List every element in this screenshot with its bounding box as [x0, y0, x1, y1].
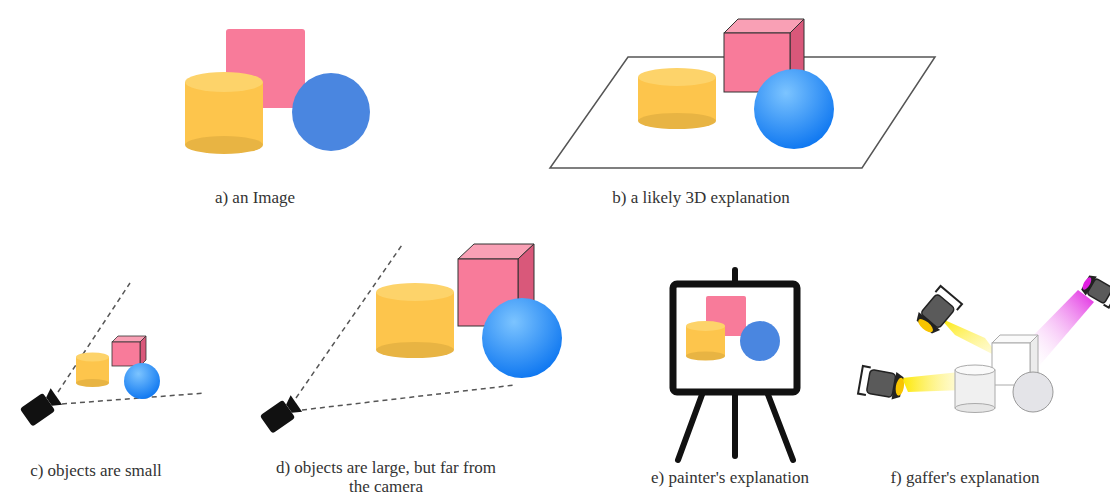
lighting-scene-part	[912, 286, 962, 338]
panel-caption: f) gaffer's explanation	[865, 468, 1065, 487]
small-scene-part	[112, 342, 140, 366]
lighting-scene-part	[955, 370, 995, 408]
scene-3d	[550, 19, 935, 168]
panel-caption: a) an Image	[125, 188, 385, 207]
lighting-scene-part	[858, 366, 906, 401]
easel-part	[686, 352, 725, 361]
easel-part	[767, 392, 793, 460]
small-scene-part	[124, 363, 160, 399]
small-scene-part	[140, 336, 146, 366]
lighting-scene-part-part	[914, 312, 941, 336]
far-scene-part	[302, 385, 515, 410]
scene-3d-part	[638, 113, 716, 129]
scene-3d-part	[638, 68, 716, 86]
lighting-scene-part-part	[894, 377, 905, 396]
small-scene-part	[76, 353, 109, 362]
panel-caption: d) objects are large, but far from the c…	[270, 458, 502, 496]
far-scene-part	[376, 283, 454, 301]
easel-part	[678, 392, 703, 460]
lighting-scene-part-part	[916, 317, 935, 335]
lighting-scene-part-part	[866, 369, 896, 397]
lighting-scene-part-part	[1080, 273, 1097, 296]
flat-image-part	[185, 136, 263, 154]
far-scene-part	[376, 342, 454, 358]
scene-3d-part	[754, 69, 834, 149]
easel-part	[673, 284, 797, 392]
lighting-scene-part	[1013, 372, 1053, 412]
far-scene-part	[482, 298, 562, 378]
lighting-scene	[858, 272, 1110, 412]
small-scene	[20, 283, 205, 427]
lighting-scene-part	[1079, 272, 1110, 308]
flat-image-part	[292, 73, 370, 151]
flat-image	[185, 29, 370, 154]
far-scene	[260, 244, 562, 434]
easel-part	[686, 321, 725, 331]
lighting-scene-part-part	[1081, 276, 1093, 291]
lighting-scene-part	[955, 404, 995, 413]
far-scene-part	[260, 395, 303, 434]
panel-caption: e) painter's explanation	[630, 468, 830, 487]
flat-image-part	[185, 72, 263, 92]
small-scene-part-part	[43, 388, 62, 410]
easel-part	[732, 392, 738, 456]
lighting-scene-part	[940, 318, 1000, 358]
panel-caption: c) objects are small	[6, 461, 186, 480]
lighting-scene-part	[955, 365, 995, 375]
small-scene-part	[20, 388, 63, 427]
easel-part	[740, 321, 780, 361]
small-scene-part	[76, 379, 109, 387]
easel	[673, 270, 797, 460]
far-scene-part-part	[283, 395, 302, 417]
panel-caption: b) a likely 3D explanation	[551, 188, 851, 207]
